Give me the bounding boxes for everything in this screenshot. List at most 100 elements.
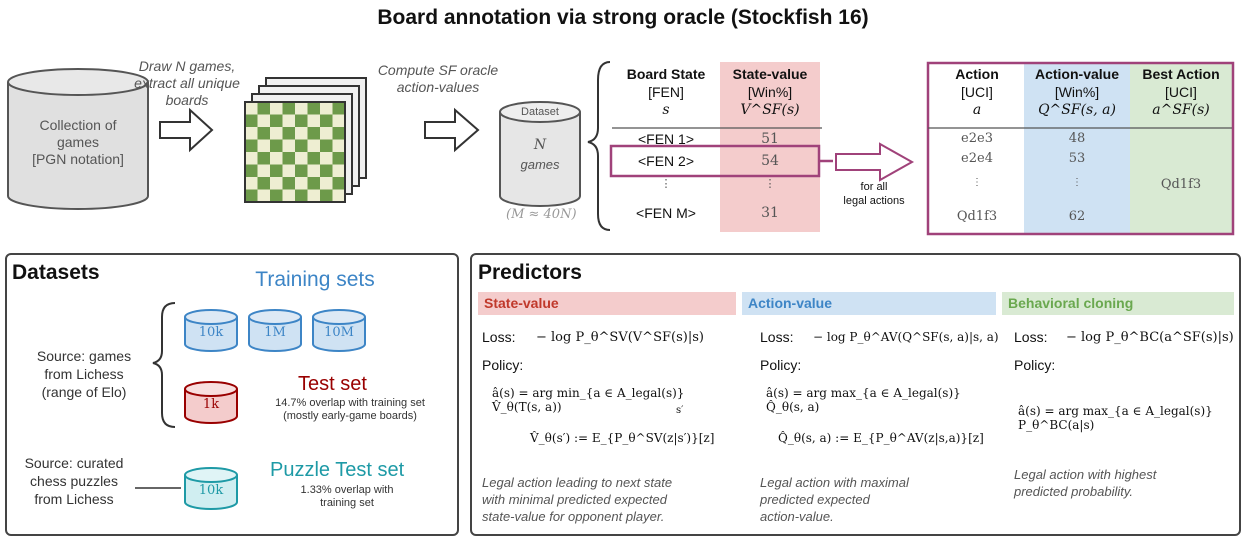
action-cell: Qd1f3 [956,209,998,224]
dataset-games: games [520,157,560,172]
board-square [282,127,295,140]
fen-cell: <FEN 2> [637,153,695,169]
collection-label: Collection of games [PGN notation] [32,117,124,167]
board-square [320,152,333,165]
behavioral-cloning-desc: Legal action with highest predicted prob… [1014,467,1157,499]
action-value-cell: 62 [1068,209,1086,224]
board-square [332,189,345,202]
board-square [295,114,308,127]
datasets-panel: Datasets [5,253,459,536]
board-square [257,152,270,165]
datasets-graphics [135,302,366,510]
board-square [307,127,320,140]
action-value-cell: 48 [1068,131,1086,146]
board-square [270,139,283,152]
board-square [257,164,270,177]
board-square [295,189,308,202]
arrow-3-icon [835,142,915,182]
board-square [245,139,258,152]
policy-label: Policy: [760,357,802,373]
board-square [332,102,345,115]
draw-games-label: Draw N games, extract all unique boards [134,58,240,108]
state-value-policy: â(s) = arg min_{a ∈ A_legal(s)} V̂_θ(T(s… [492,386,685,414]
board-square [307,152,320,165]
predictors-panel: Predictors [470,253,1241,536]
board-square [307,139,320,152]
puzzle-note: 1.33% overlap with training set [300,484,394,509]
test-set-icon [184,381,238,424]
board-square [270,102,283,115]
policy-label: Policy: [1014,357,1056,373]
board-square [245,114,258,127]
board-square [270,164,283,177]
board-square [282,164,295,177]
board-square [295,139,308,152]
test-title: Test set [298,373,367,395]
board-square [320,102,333,115]
source-puzzles-label: Source: curated chess puzzles from Liche… [24,455,124,507]
state-value-def: V̂_θ(s′) := E_{P_θ^SV(z|s′)}[z] [530,431,715,445]
action-cell: e2e3 [961,131,993,146]
board-square [295,177,308,190]
board-square [257,189,270,202]
board-square [270,189,283,202]
board-square [257,114,270,127]
action-value-desc: Legal action with maximal predicted expe… [760,475,909,524]
value-cell: 31 [761,205,779,221]
board-square [320,164,333,177]
figure-title: Board annotation via strong oracle (Stoc… [377,6,869,29]
board-square [245,177,258,190]
board-square [307,102,320,115]
board-square [257,177,270,190]
test-size: 1k [202,397,220,412]
board-square [307,177,320,190]
behavioral-cloning-policy: â(s) = arg max_{a ∈ A_legal(s)} P_θ^BC(a… [1018,404,1213,432]
dataset-label: Dataset [521,106,559,118]
behavioral-cloning-bar: Behavioral cloning [1002,292,1234,315]
board-square [332,127,345,140]
board-square [332,114,345,127]
value-cell: 54 [761,153,779,169]
board-square [245,152,258,165]
board-square [332,164,345,177]
board-square [307,189,320,202]
board-square [320,114,333,127]
action-value-loss: − log P_θ^AV(Q^SF(s, a)|s, a) [813,330,999,344]
collection-cylinder-icon [7,68,149,210]
board-square [282,152,295,165]
board-square [270,152,283,165]
board-square [270,127,283,140]
board-square [295,102,308,115]
puzzle-size: 10k [198,483,224,498]
puzzle-set-icon [184,467,238,510]
state-value-header: State-value [Win%] V^SF(s) [732,66,808,118]
dataset-cylinder-icon [499,101,581,207]
datasets-heading: Datasets [12,261,100,284]
board-square [270,177,283,190]
action-value-def: Q̂_θ(s, a) := E_{P_θ^AV(z|s,a)}[z] [778,431,984,445]
action-cell: ⋮ [972,177,982,188]
training-10k-icon [184,309,238,352]
action-value-policy: â(s) = arg max_{a ∈ A_legal(s)} Q̂_θ(s, … [766,386,961,414]
state-value-desc: Legal action leading to next state with … [482,475,673,524]
state-value-loss: − log P_θ^SV(V^SF(s)|s) [536,330,704,345]
board-square [295,127,308,140]
behavioral-cloning-loss: − log P_θ^BC(a^SF(s)|s) [1066,330,1234,345]
training-10m-icon [312,309,366,352]
board-square [282,102,295,115]
board-square [270,114,283,127]
board-square [282,114,295,127]
dataset-n: N [533,137,547,153]
board-square [257,127,270,140]
training-1m-icon [248,309,302,352]
board-square [332,177,345,190]
state-value-policy-sub: s′ [676,405,684,416]
policy-label: Policy: [482,357,524,373]
action-value-bar: Action-value [742,292,996,315]
board-square [295,164,308,177]
training-size-10m: 10M [324,325,354,340]
puzzle-title: Puzzle Test set [270,459,405,481]
chessboard-stack-icon [244,77,367,203]
test-note: 14.7% overlap with training set (mostly … [275,397,425,422]
fen-cell: <FEN 1> [637,131,695,147]
